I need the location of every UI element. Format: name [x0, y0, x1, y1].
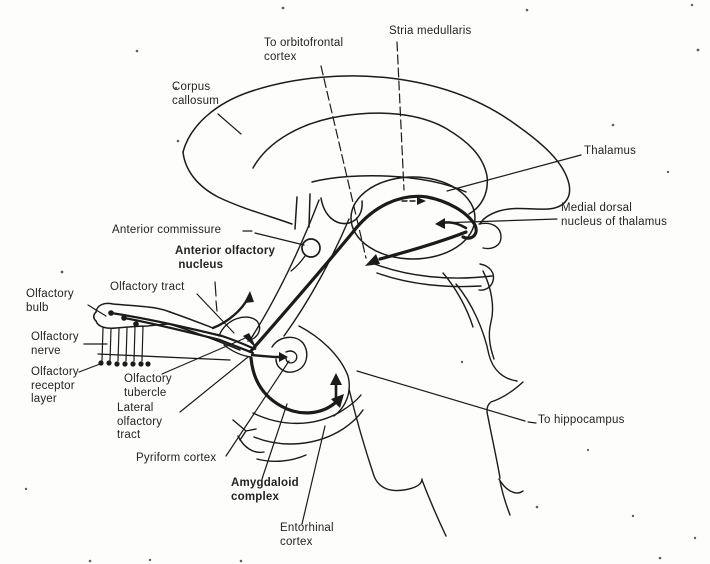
septum-line-2	[308, 193, 311, 228]
arrowhead-amygdala	[279, 352, 288, 362]
label-stria-medullaris: Stria medullaris	[389, 25, 472, 37]
label-amygdaloid-complex: Amygdaloid complex	[231, 477, 299, 503]
habenulo-peduncular-arrow-shaft	[378, 230, 468, 261]
leader-pyriform	[225, 360, 290, 457]
leader-aon	[214, 281, 218, 312]
aon-curved-arrow-shaft	[211, 296, 250, 330]
leader-entorhinal	[301, 425, 326, 525]
leader-lines	[78, 41, 582, 525]
corpus-callosum-outline	[252, 112, 489, 215]
label-medial-dorsal-nucleus: Medial dorsal nucleus of thalamus	[561, 202, 668, 228]
arrowhead-entorhinal	[331, 394, 344, 408]
receptor-layer-dots	[98, 360, 151, 367]
arrowhead-hippocampus-up	[330, 373, 342, 385]
thalamus-outline	[350, 176, 476, 260]
inferior-colliculus-curl	[478, 263, 495, 291]
aon-pocket	[218, 316, 261, 342]
leader-orbitofrontal	[320, 65, 367, 259]
leader-olfactory-tract	[196, 293, 235, 334]
label-pyriform-cortex: Pyriform cortex	[136, 452, 217, 464]
fornix-line	[311, 174, 467, 193]
amygdala-spiral-inner	[285, 350, 298, 364]
cortex-outlines	[182, 75, 571, 230]
septum-curve	[320, 197, 363, 225]
superior-colliculus-curl	[478, 222, 502, 250]
label-thalamus: Thalamus	[584, 145, 637, 157]
arrowhead-thalamus-right	[417, 197, 426, 205]
amygdala-spiral-outer	[271, 336, 308, 373]
leader-receptor-layer	[78, 363, 101, 373]
label-entorhinal-cortex: Entorhinal cortex	[280, 522, 334, 548]
septum-line-1	[294, 196, 298, 230]
leader-lateral-olfactory-tract	[179, 356, 249, 413]
label-olfactory-receptor-layer: Olfactory receptor layer	[31, 366, 79, 405]
commissure-tail	[290, 255, 306, 272]
label-olfactory-bulb: Olfactory bulb	[26, 288, 74, 314]
label-olfactory-tubercle: Olfactory tubercle	[124, 373, 172, 399]
arrowhead-up-aon	[244, 291, 254, 303]
anterior-commissure-circle	[301, 238, 321, 258]
stria-medullaris-pathway	[249, 194, 478, 353]
leader-stria-medullaris	[396, 41, 405, 191]
leader-olfactory-bulb	[87, 304, 107, 317]
leader-anterior-commissure	[242, 230, 305, 246]
label-anterior-olfactory-nucleus: Anterior olfactory nucleus	[175, 245, 276, 271]
arrowhead-down-left	[365, 254, 380, 266]
leader-md-nucleus	[438, 218, 558, 224]
outer-cortex-tail	[182, 151, 293, 225]
outer-cortex-outline	[182, 75, 571, 225]
label-to-hippocampus: To hippocampus	[538, 414, 625, 426]
amygdala-arrow-shaft	[250, 353, 281, 359]
label-lateral-olfactory-tract: Lateral olfactory tract	[117, 402, 163, 441]
leader-amygdaloid	[261, 403, 288, 480]
leader-olfactory-tubercle	[161, 335, 251, 375]
mitral-cell-axons	[109, 311, 257, 355]
label-corpus-callosum: Corpus callosum	[172, 81, 219, 107]
hippocampal-oval	[298, 325, 350, 417]
label-olfactory-tract: Olfactory tract	[110, 281, 185, 293]
fork-mark	[232, 419, 257, 441]
diagonal-band	[249, 199, 350, 341]
label-anterior-commissure: Anterior commissure	[112, 224, 222, 236]
leader-thalamus	[446, 154, 582, 192]
label-orbitofrontal-cortex: To orbitofrontal cortex	[264, 37, 344, 63]
scan-noise	[24, 3, 700, 563]
leader-corpus-callosum	[217, 113, 242, 135]
leader-hippocampus	[356, 370, 537, 424]
olfactory-nerve-line	[97, 353, 231, 361]
brainstem-outlines	[371, 222, 524, 516]
lateral-olfactory-tract-arc	[249, 356, 337, 415]
mitral-cell-dots	[108, 310, 139, 327]
arrowheads	[243, 197, 445, 408]
label-olfactory-nerve: Olfactory nerve	[31, 331, 79, 357]
